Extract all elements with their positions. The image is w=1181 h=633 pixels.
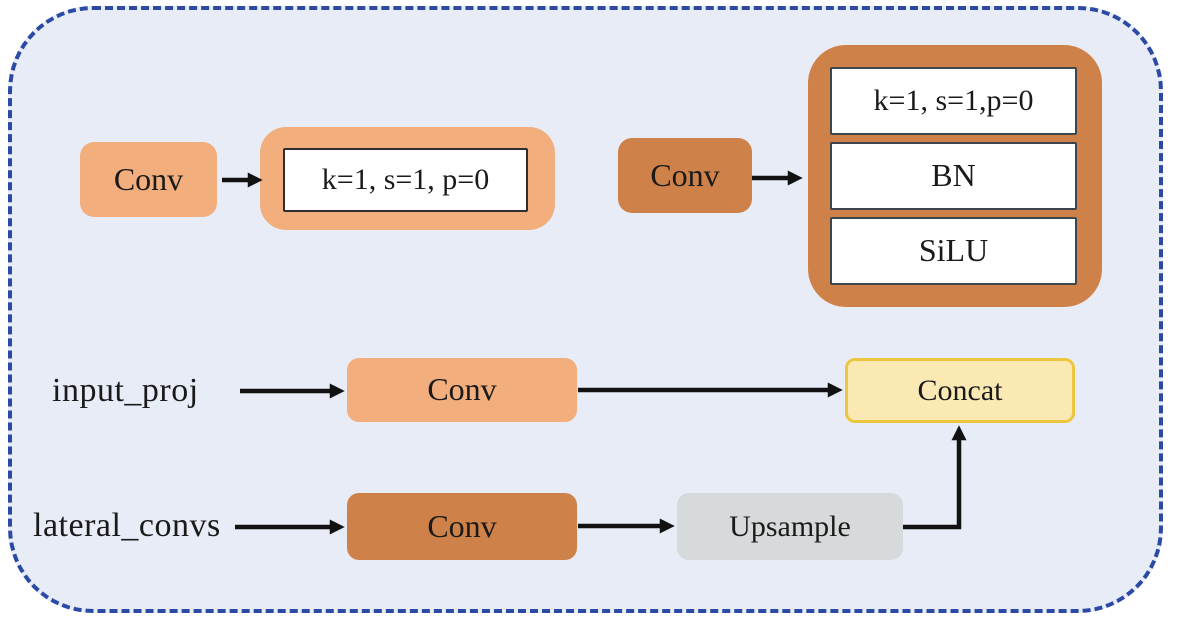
legend-simple-conv-label: Conv xyxy=(113,160,184,197)
legend-detailed-conv-label: Conv xyxy=(650,156,720,193)
concat-label: Concat xyxy=(917,373,1003,407)
input-proj-conv-label: Conv xyxy=(427,371,497,408)
legend-detailed-bn-label: BN xyxy=(931,157,976,194)
legend-detailed-layer-silu: SiLU xyxy=(830,217,1077,285)
legend-detailed-layer-params: k=1, s=1,p=0 xyxy=(830,67,1077,135)
upsample-box: Upsample xyxy=(677,493,903,560)
input-proj-label: input_proj xyxy=(52,372,199,409)
lateral-convs-conv-label: Conv xyxy=(427,507,497,544)
upsample-label: Upsample xyxy=(729,509,851,543)
legend-simple-conv-box: Conv xyxy=(80,142,217,217)
legend-simple-params-box: k=1, s=1, p=0 xyxy=(283,148,528,212)
legend-detailed-params-label: k=1, s=1,p=0 xyxy=(873,84,1034,118)
lateral-convs-conv-box: Conv xyxy=(347,493,577,560)
legend-detailed-conv-box: Conv xyxy=(618,138,752,213)
concat-box: Concat xyxy=(845,358,1075,423)
legend-detailed-silu-label: SiLU xyxy=(918,232,989,269)
legend-detailed-layer-bn: BN xyxy=(830,142,1077,210)
input-proj-conv-box: Conv xyxy=(347,358,577,422)
legend-simple-params-label: k=1, s=1, p=0 xyxy=(321,163,490,197)
lateral-convs-label: lateral_convs xyxy=(33,507,221,544)
